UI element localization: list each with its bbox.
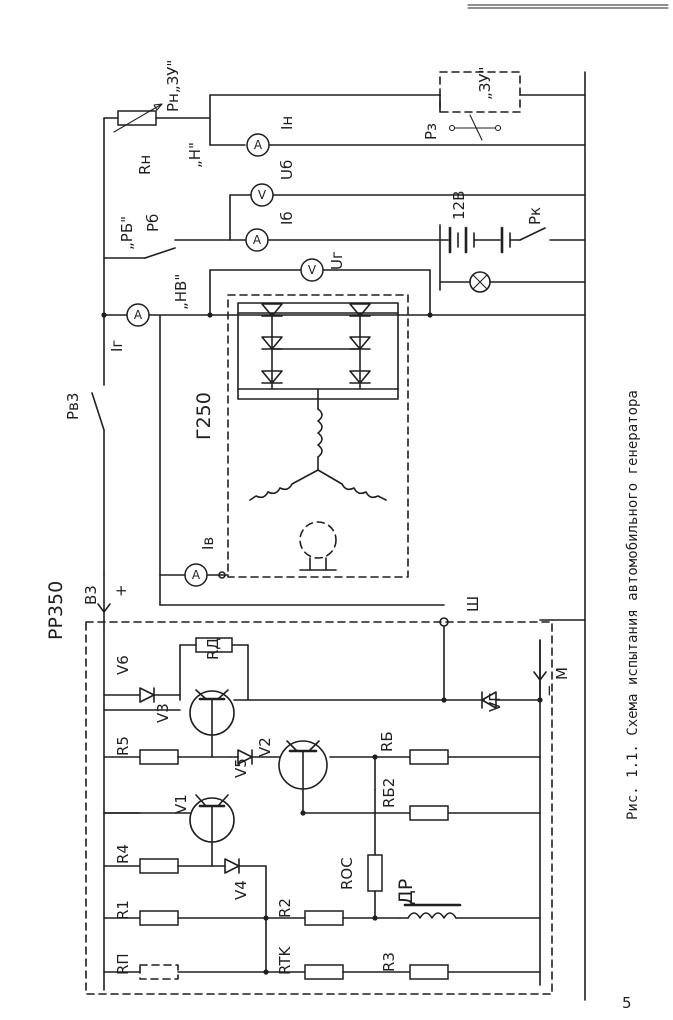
label-ub: Uб bbox=[278, 160, 296, 180]
label-r1: R1 bbox=[114, 900, 132, 920]
diode-v6 bbox=[103, 687, 181, 703]
choke-dr bbox=[399, 903, 541, 919]
resistor-r1 bbox=[139, 910, 179, 926]
label-vg: VГ bbox=[486, 693, 504, 712]
resistor-roc bbox=[367, 854, 383, 892]
ammeter-ib-battery: A bbox=[245, 228, 269, 252]
charger-block bbox=[439, 71, 586, 141]
rotor-winding bbox=[299, 521, 337, 559]
label-charger-switch: Рз bbox=[422, 123, 440, 140]
label-v3: V3 bbox=[154, 703, 172, 723]
resistor-rp bbox=[139, 964, 179, 980]
diode-v5 bbox=[229, 749, 281, 765]
voltmeter-ub-symbol: V bbox=[258, 188, 267, 202]
label-rb2: RБ2 bbox=[380, 778, 398, 808]
label-r2: R2 bbox=[276, 898, 294, 918]
label-g250: Г250 bbox=[193, 392, 215, 440]
regulator-frame bbox=[85, 621, 553, 995]
label-regulator: PP350 bbox=[45, 581, 67, 640]
rectifier-diodes bbox=[261, 303, 371, 390]
page-number: 5 bbox=[622, 994, 632, 1012]
resistor-r3 bbox=[409, 964, 449, 980]
resistor-r5 bbox=[139, 749, 179, 765]
resistor-r2 bbox=[304, 910, 344, 926]
label-v2: V2 bbox=[256, 737, 274, 757]
resistor-r4 bbox=[139, 858, 179, 874]
ammeter-ig: A bbox=[126, 303, 150, 327]
ammeter-ibat-symbol: A bbox=[253, 233, 262, 247]
label-r3: R3 bbox=[380, 952, 398, 972]
transistor-v1 bbox=[103, 794, 235, 843]
label-ibat: Iб bbox=[278, 211, 296, 225]
label-ug: Uг bbox=[328, 251, 346, 270]
label-pb: Рб bbox=[144, 214, 162, 232]
resistor-rtk bbox=[304, 964, 344, 980]
label-sh: Ш bbox=[464, 596, 482, 612]
ammeter-ig-symbol: A bbox=[134, 308, 143, 322]
battery-12v bbox=[439, 224, 586, 293]
voltmeter-ub: V bbox=[250, 183, 274, 207]
transistor-v2 bbox=[278, 740, 328, 816]
ammeter-in: A bbox=[246, 133, 270, 157]
label-v6: V6 bbox=[114, 655, 132, 675]
label-ib: Iв bbox=[199, 537, 217, 550]
generator-g250 bbox=[227, 294, 409, 578]
ammeter-ib: A bbox=[184, 563, 208, 587]
label-dr: ДР bbox=[395, 879, 417, 905]
label-b3: В3 bbox=[82, 585, 100, 605]
label-rk-battery: Рк bbox=[526, 207, 544, 225]
switch-rk[interactable] bbox=[519, 227, 546, 241]
resistor-rb bbox=[409, 749, 449, 765]
label-minus: − bbox=[540, 684, 558, 697]
label-pb-quote: „РБ" bbox=[118, 216, 136, 250]
label-v1: V1 bbox=[172, 794, 190, 814]
label-roc: RОС bbox=[338, 857, 356, 890]
transistor-v3 bbox=[189, 689, 235, 758]
label-nv: „НВ" bbox=[172, 274, 190, 310]
label-charger: „ЗУ" bbox=[476, 67, 494, 100]
switch-nv[interactable] bbox=[144, 247, 176, 259]
rectifier-bridge bbox=[237, 302, 399, 400]
generator-frame bbox=[227, 294, 409, 578]
label-v4: V4 bbox=[232, 880, 250, 900]
ammeter-ib-symbol: A bbox=[192, 568, 201, 582]
label-ig: Iг bbox=[108, 340, 126, 352]
voltmeter-ug-symbol: V bbox=[308, 263, 317, 277]
label-rp: RП bbox=[114, 953, 132, 975]
label-plus: + bbox=[112, 584, 130, 597]
switch-rv3[interactable] bbox=[91, 392, 105, 431]
terminals bbox=[97, 574, 586, 701]
label-rb: RБ bbox=[378, 731, 396, 752]
stator-windings bbox=[249, 388, 387, 501]
label-pn-quote: „Н" bbox=[186, 142, 204, 168]
figure-caption: Рис. 1.1. Схема испытания автомобильного… bbox=[625, 390, 641, 820]
label-m: М bbox=[553, 667, 571, 680]
label-r4: R4 bbox=[114, 844, 132, 864]
resistor-rb2 bbox=[409, 805, 449, 821]
label-rd: RД bbox=[204, 638, 222, 660]
label-12v: 12В bbox=[450, 191, 468, 220]
label-r5: R5 bbox=[114, 736, 132, 756]
voltmeter-ug: V bbox=[300, 258, 324, 282]
label-in: Iн bbox=[278, 116, 296, 130]
label-rv3: Рв3 bbox=[64, 393, 82, 420]
ammeter-in-symbol: A bbox=[254, 138, 263, 152]
label-rtk: RTK bbox=[276, 946, 294, 975]
label-pn: Pн„ЗУ" bbox=[164, 60, 182, 112]
label-rn: Rн bbox=[136, 155, 154, 175]
regulator-block bbox=[85, 621, 553, 995]
load-resistor-rn bbox=[113, 103, 163, 133]
diode-v4 bbox=[211, 841, 267, 919]
labels: PP350 В3 + Ш М − V6 V3 RД R5 V5 V2 RБ RБ… bbox=[45, 60, 641, 1012]
label-v5: V5 bbox=[232, 758, 250, 778]
